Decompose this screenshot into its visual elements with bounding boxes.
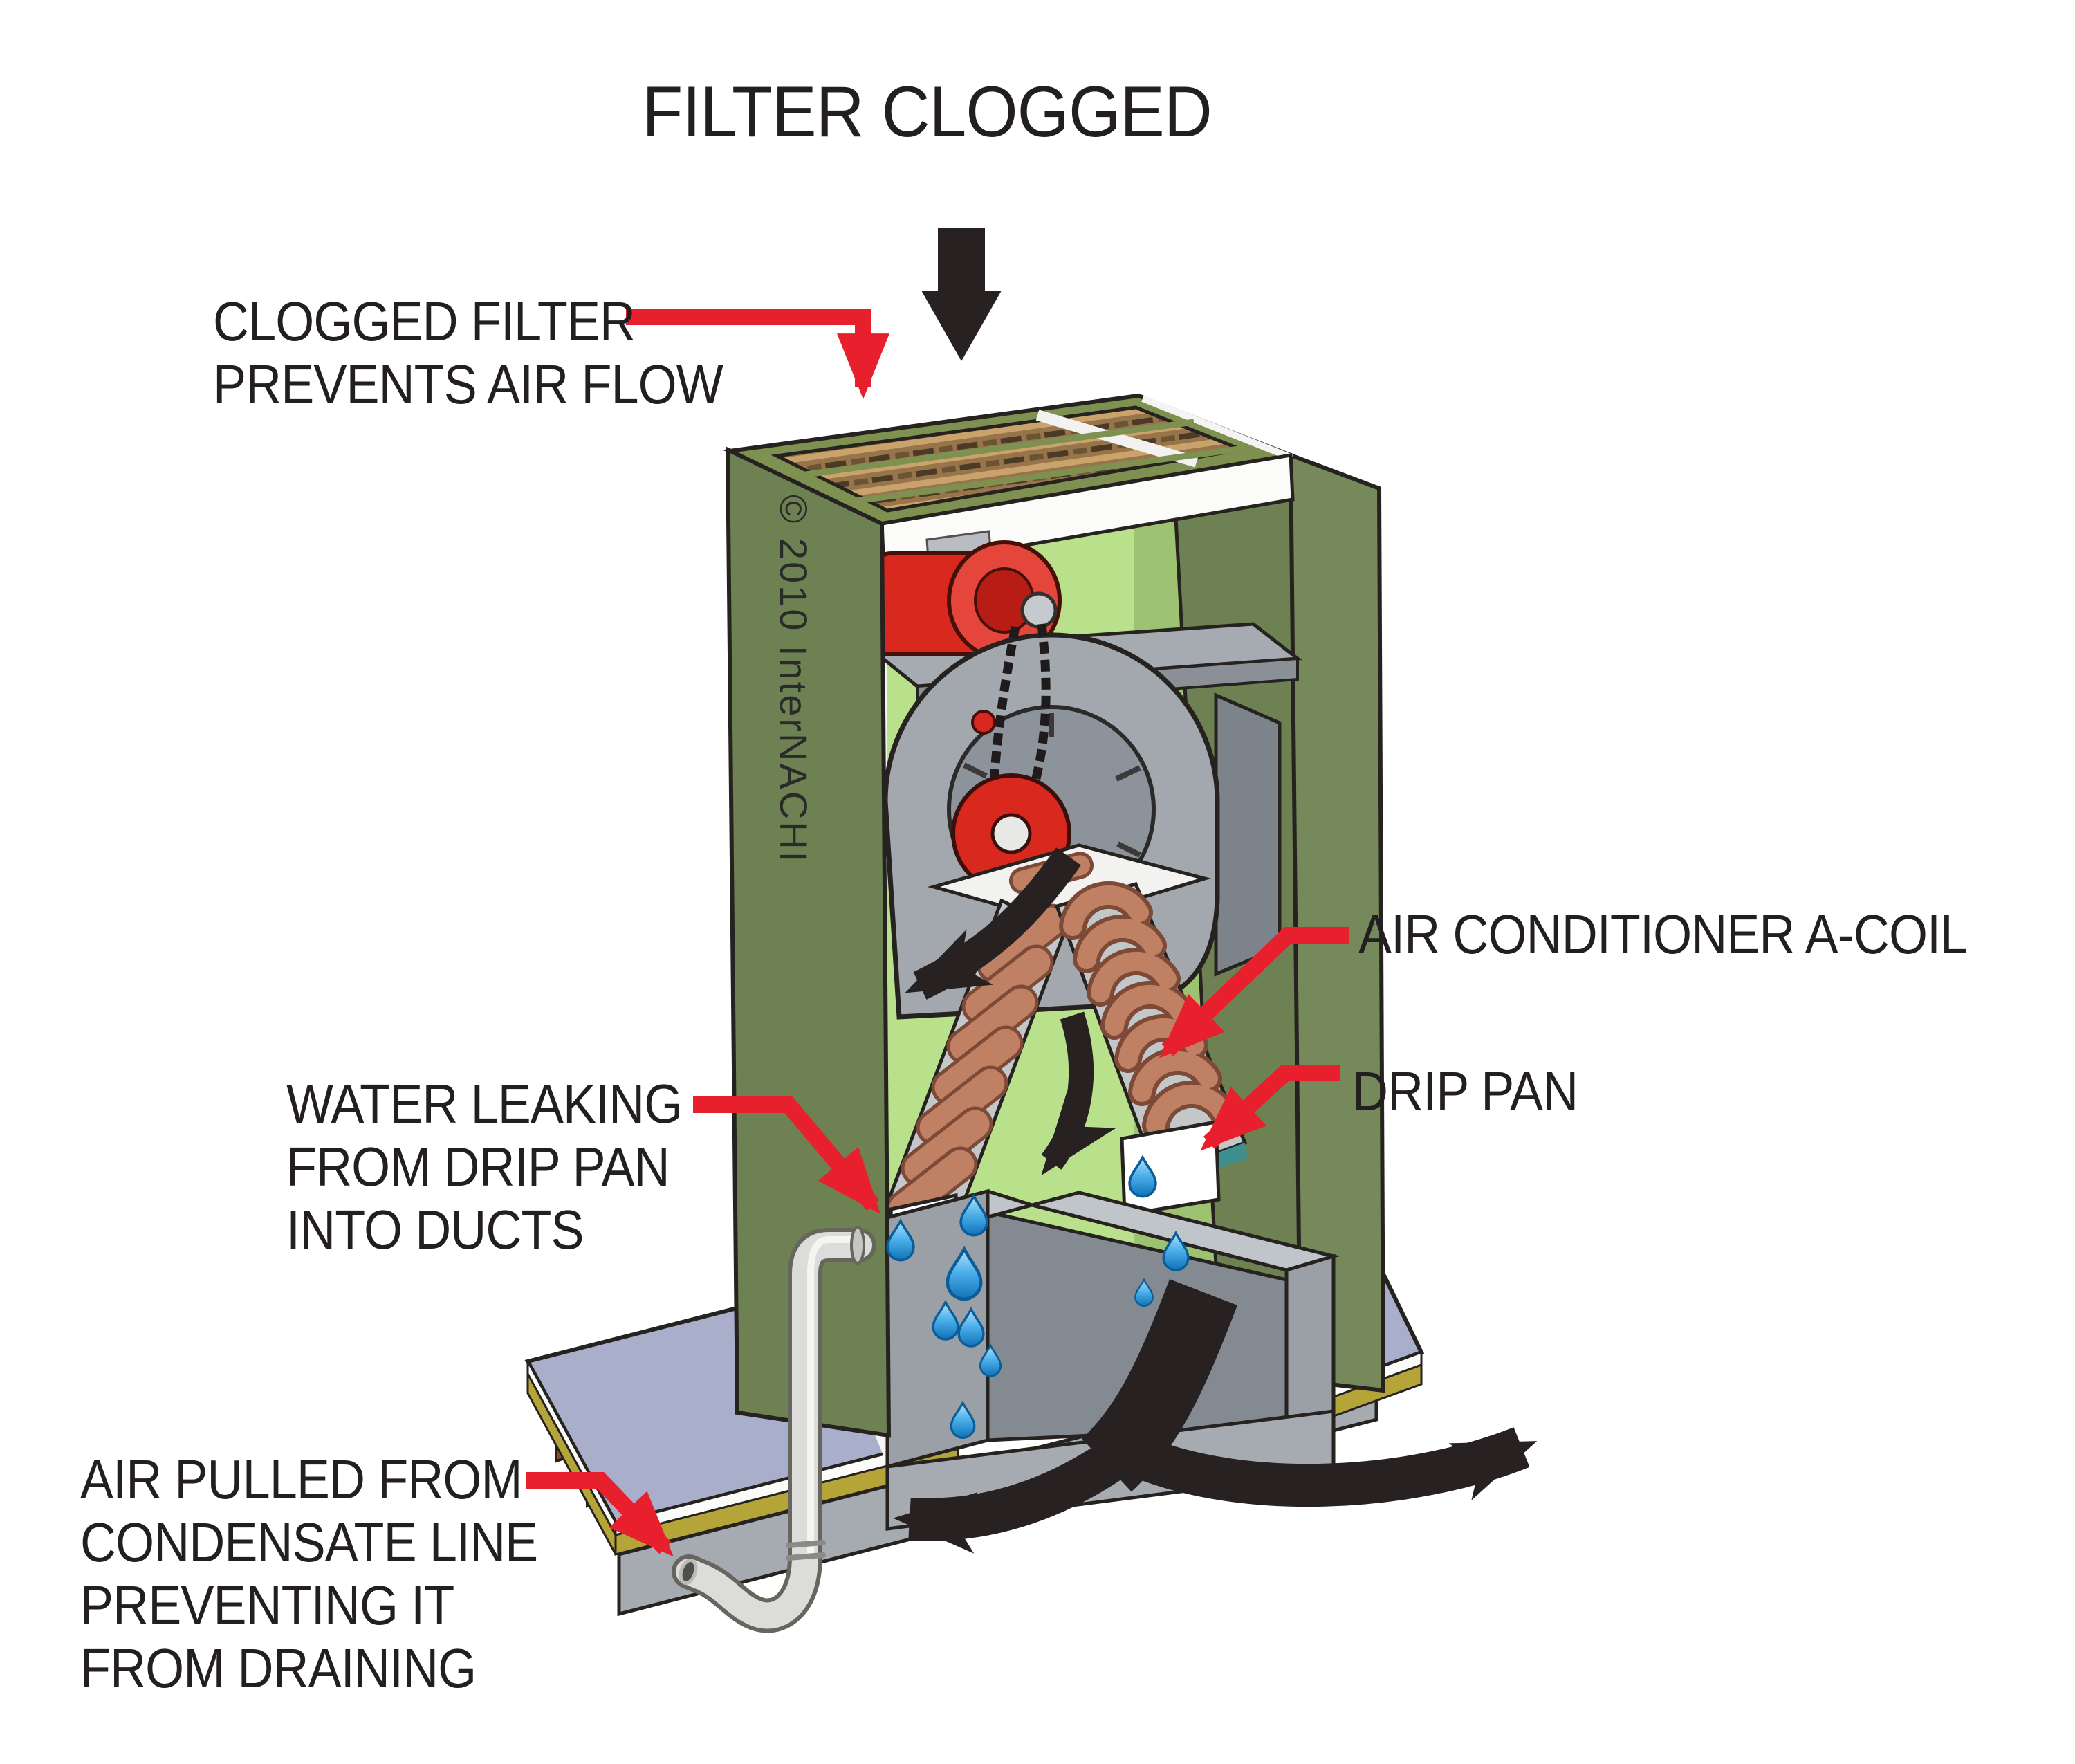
label-water-leaking: WATER LEAKING FROM DRIP PAN INTO DUCTS [286,1072,683,1261]
label-line: AIR PULLED FROM [80,1449,523,1510]
label-air-pulled: AIR PULLED FROM CONDENSATE LINE PREVENTI… [80,1448,538,1700]
label-line: FROM DRAINING [80,1637,477,1699]
label-line: CLOGGED FILTER [213,291,636,352]
label-line: PREVENTS AIR FLOW [213,353,723,415]
label-line: FROM DRIP PAN [286,1136,670,1197]
duct-right-wall [1284,1253,1336,1429]
label-line: AIR CONDITIONER A-COIL [1358,903,1968,965]
pipe-open-end [679,1559,698,1585]
belt-tensioner [971,710,996,735]
condensate-p-trap [672,1226,876,1633]
page-title: FILTER CLOGGED [642,72,1212,152]
duct-flow-left-arrow [893,1426,1149,1554]
label-line: DRIP PAN [1352,1060,1578,1122]
leader-clogged-filter [626,309,889,400]
leader-a-coil [1159,927,1349,1058]
leader-arrows [526,309,1349,1557]
duct-flow-right-arrow [1118,1427,1538,1507]
belt-drive [988,623,1051,796]
label-air-conditioner-a-coil: AIR CONDITIONER A-COIL [1358,903,1968,966]
label-line: PREVENTING IT [80,1574,454,1636]
blower-assembly [868,540,1302,1020]
leader-drip-pan [1200,1065,1340,1151]
a-coil-left-tubes [885,903,1069,1226]
label-line: CONDENSATE LINE [80,1512,538,1573]
coil-flow-arrow [1041,1011,1116,1176]
intake-down-arrow [921,228,1002,361]
label-line: INTO DUCTS [286,1199,584,1260]
copyright-text: © 2010 InterNACHI [772,495,815,864]
motor-shaft [1020,591,1058,629]
blower-housing-side [1214,692,1282,977]
pipe-coupling [786,1540,826,1561]
leader-water-leaking [693,1096,881,1215]
label-drip-pan: DRIP PAN [1352,1060,1578,1123]
leader-air-pulled [526,1472,674,1557]
blower-flow-arrow [905,847,1081,1000]
label-line: WATER LEAKING [286,1073,683,1134]
label-clogged-filter: CLOGGED FILTER PREVENTS AIR FLOW [213,290,723,416]
airflow-arrows [893,228,1538,1554]
